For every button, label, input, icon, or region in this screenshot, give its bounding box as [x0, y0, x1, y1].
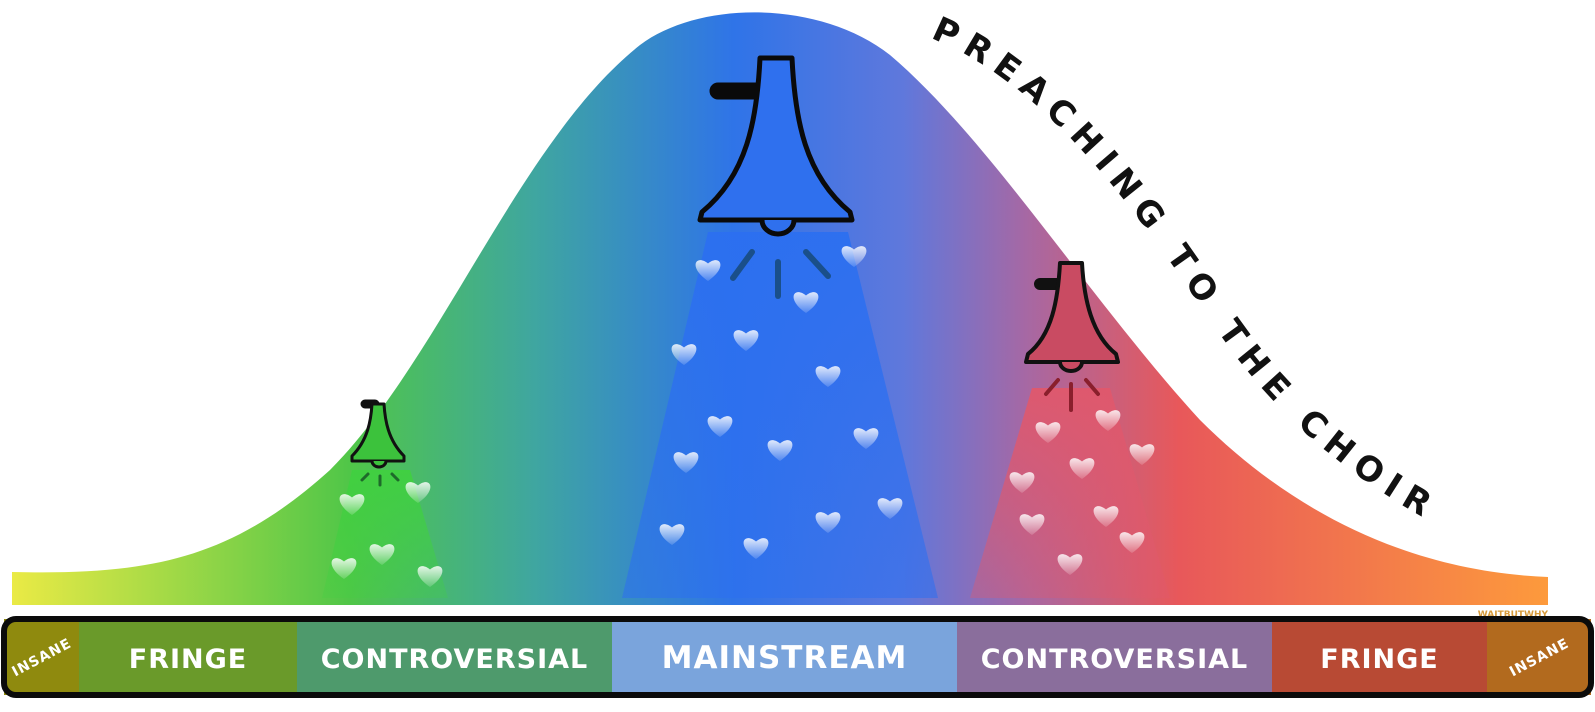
- watermark-text: WAITBUTWHY: [1478, 610, 1549, 620]
- segment-controversial-left: [297, 619, 612, 695]
- heart-icon: [331, 558, 357, 579]
- heart-icon: [853, 428, 879, 449]
- heart-icon: [743, 538, 769, 559]
- heart-icon: [793, 292, 819, 313]
- segment-fringe-right: [1272, 619, 1487, 695]
- heart-icon: [815, 366, 841, 387]
- heart-icon: [815, 512, 841, 533]
- heart-icon: [1069, 458, 1095, 479]
- heart-icon: [405, 482, 431, 503]
- segment-mainstream: [612, 619, 957, 695]
- segment-fringe-left: [79, 619, 297, 695]
- red-bell-icon: [1024, 261, 1120, 412]
- label-fringe-left: FRINGE: [129, 644, 247, 675]
- green-bell-icon: [350, 399, 406, 487]
- heart-icon: [659, 524, 685, 545]
- label-mainstream: MAINSTREAM: [662, 640, 908, 676]
- segment-insane-left: [4, 619, 79, 695]
- segment-controversial-right: [957, 619, 1272, 695]
- label-controversial-right: CONTROVERSIAL: [981, 644, 1249, 675]
- hearts-layer: [331, 246, 1155, 587]
- heart-icon: [877, 498, 903, 519]
- heart-icon: [1057, 554, 1083, 575]
- heart-icon: [1129, 444, 1155, 465]
- heart-icon: [369, 544, 395, 565]
- heart-icon: [417, 566, 443, 587]
- label-controversial-left: CONTROVERSIAL: [321, 644, 589, 675]
- segment-insane-right: [1487, 619, 1591, 695]
- heart-icon: [673, 452, 699, 473]
- blue-bell-icon: [697, 55, 855, 299]
- heart-icon: [1095, 410, 1121, 431]
- blue-beam: [622, 232, 938, 598]
- heart-icon: [671, 344, 697, 365]
- heart-icon: [841, 246, 867, 267]
- red-beam: [970, 388, 1170, 598]
- heart-icon: [695, 260, 721, 281]
- heart-icon: [1035, 422, 1061, 443]
- heart-icon: [707, 416, 733, 437]
- heart-icon: [1019, 514, 1045, 535]
- heart-icon: [339, 494, 365, 515]
- heart-icon: [733, 330, 759, 351]
- heart-icon: [1119, 532, 1145, 553]
- heart-icon: [767, 440, 793, 461]
- heart-icon: [1009, 472, 1035, 493]
- label-fringe-right: FRINGE: [1320, 644, 1438, 675]
- heart-icon: [1093, 506, 1119, 527]
